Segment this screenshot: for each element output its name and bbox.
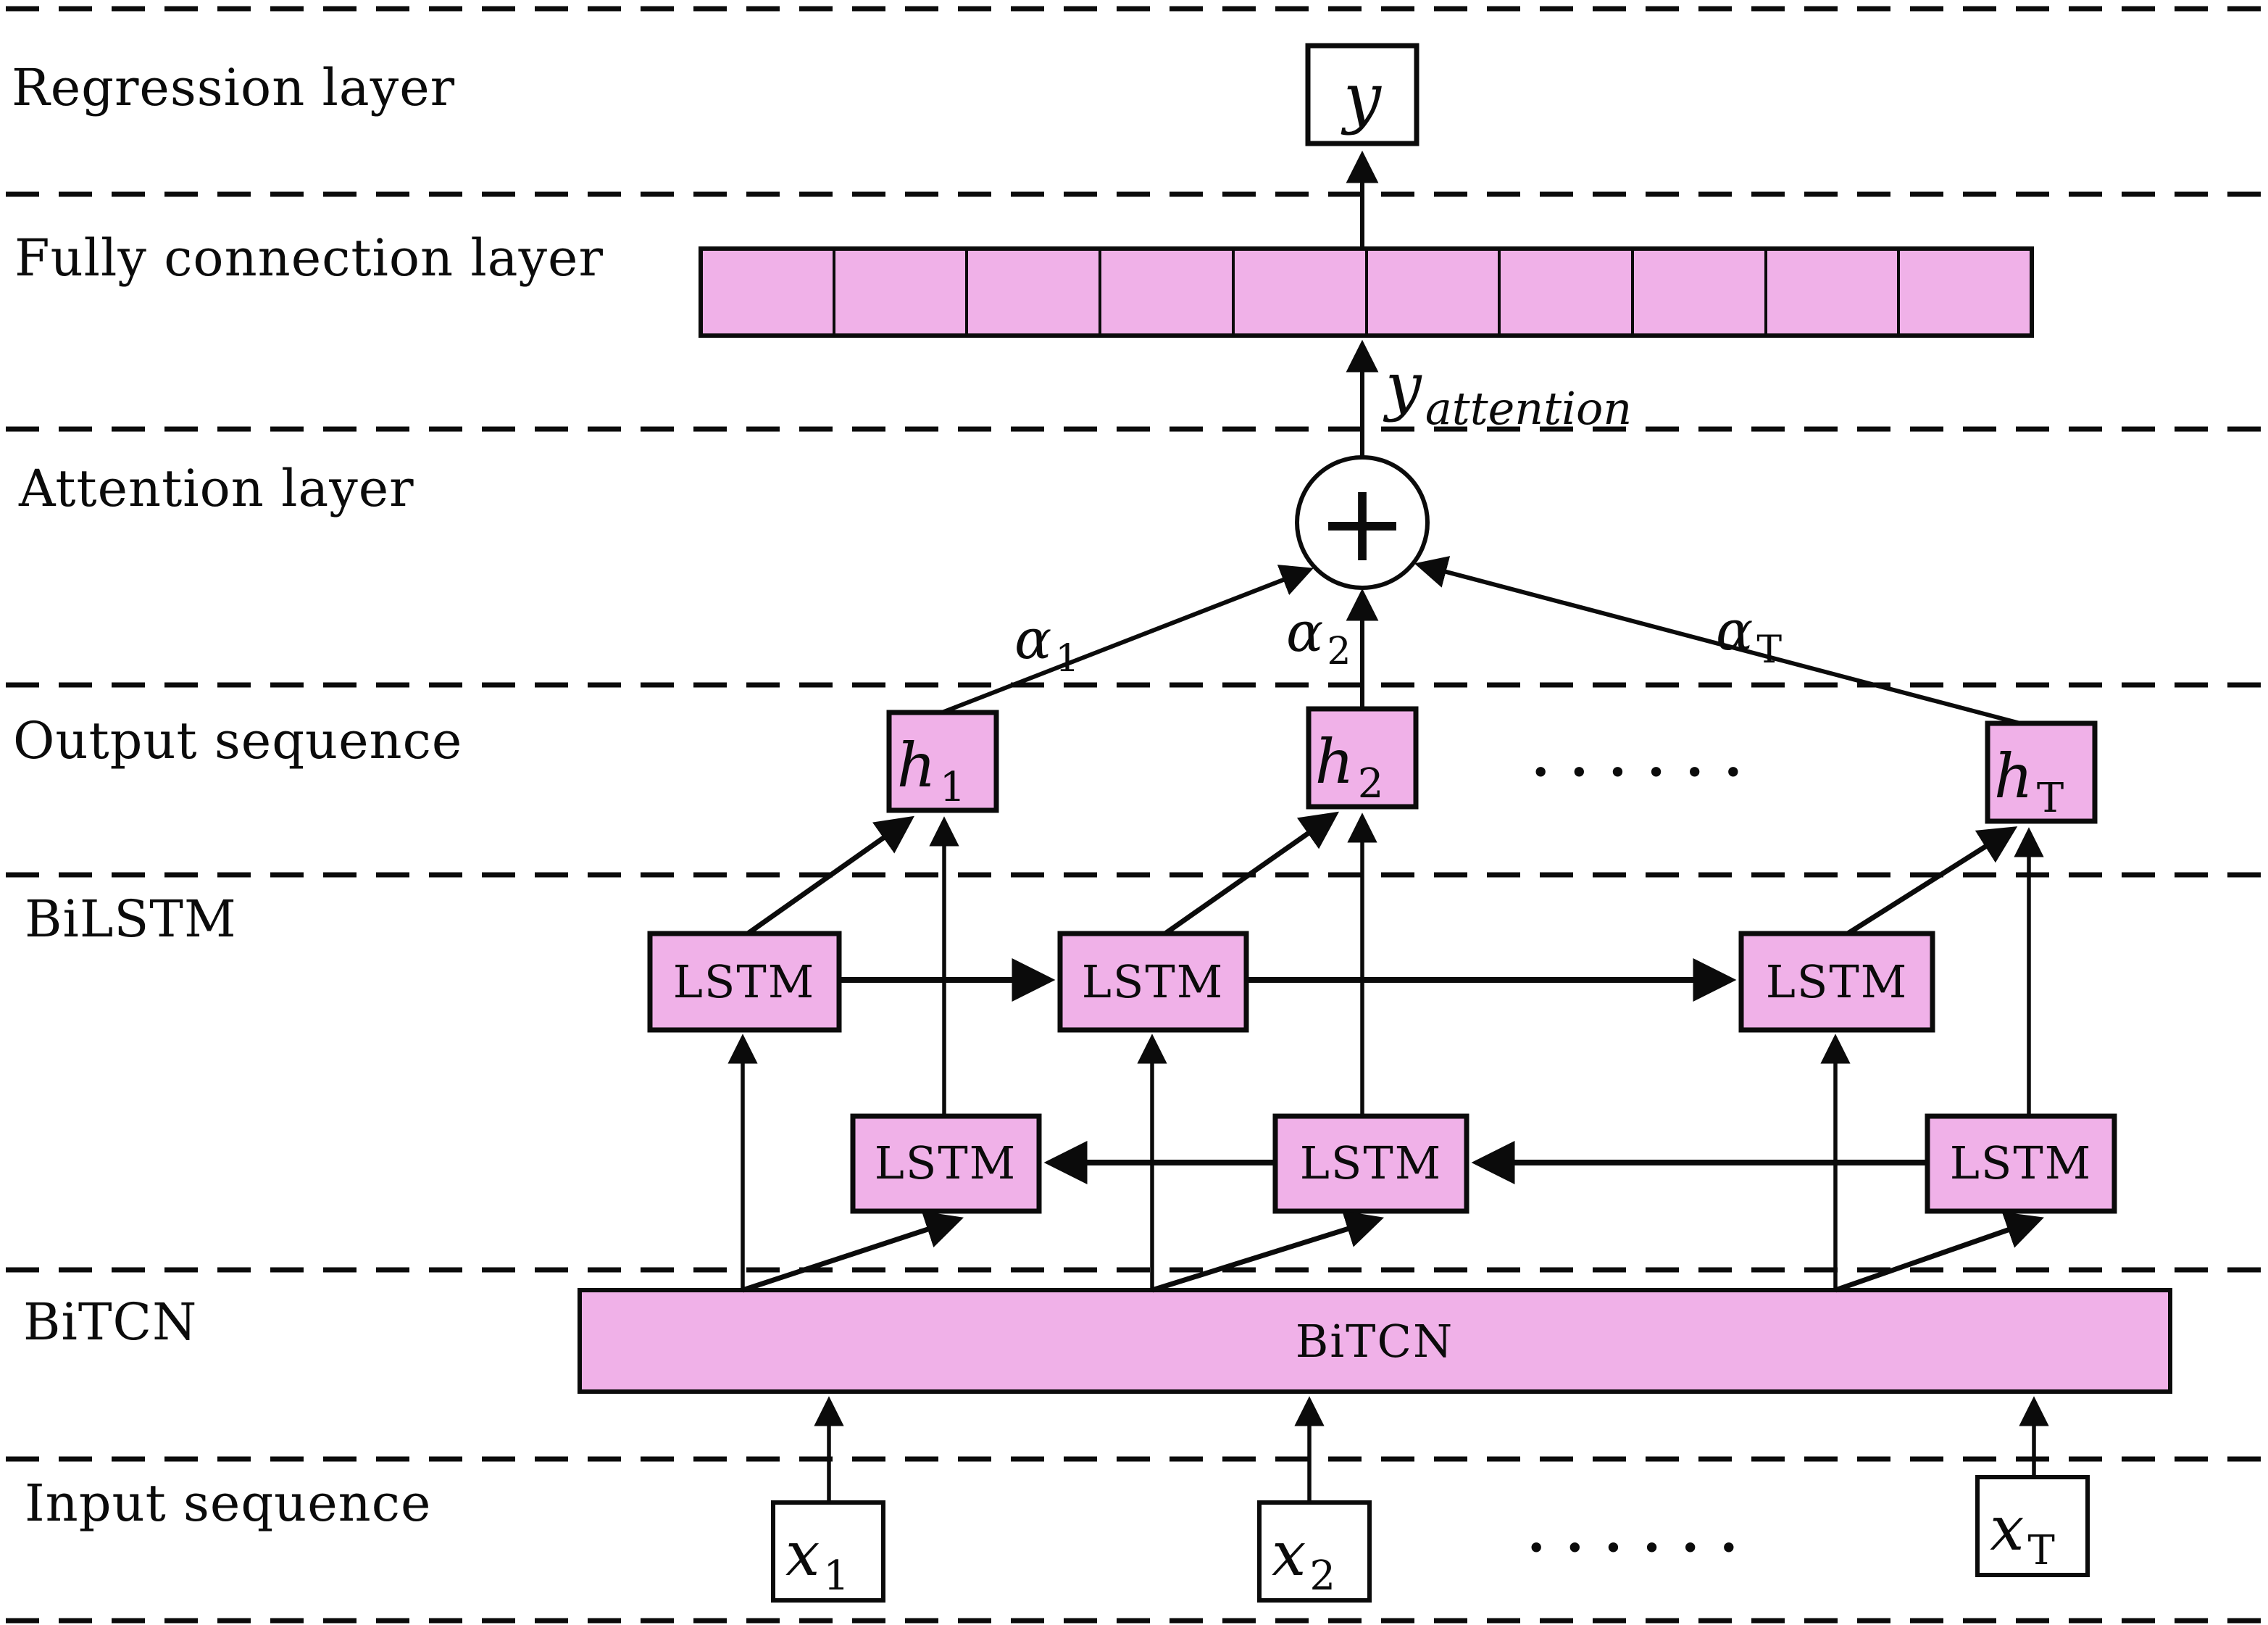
h2-label: h 2 [1315, 726, 1384, 807]
label-regression-layer: Regression layer [12, 58, 455, 117]
y-attention-label: y attention [1383, 349, 1632, 435]
label-output-sequence: Output sequence [13, 711, 462, 770]
lstm-backward-1-box [850, 1113, 1042, 1214]
label-attention-layer: Attention layer [18, 459, 414, 518]
label-fully-connection-layer: Fully connection layer [14, 228, 604, 288]
lstm-backward-1-label: LSTM [875, 1136, 1017, 1189]
x1-box [771, 1500, 885, 1603]
alphaT-label: α T [1716, 598, 1782, 672]
attention-sum-circle [1295, 455, 1430, 590]
layer-divider-lines [6, 6, 2262, 1624]
h1-label: h 1 [897, 730, 966, 811]
x1-label: x 1 [785, 1518, 849, 1600]
fully-connected-bar [699, 246, 2034, 338]
xT-box [1975, 1475, 2090, 1577]
x2-label: x 2 [1272, 1518, 1335, 1600]
regression-output-box [1305, 43, 1419, 146]
arrow-bitcn-to-blstm3 [1834, 1212, 2044, 1293]
arrow-bitcn-to-blstm1 [741, 1211, 964, 1293]
lstm-forward-1-box [647, 931, 842, 1033]
arrow-flstm2-to-h2 [1163, 811, 1340, 936]
x2-box [1257, 1500, 1372, 1603]
label-bitcn: BiTCN [23, 1292, 197, 1352]
lstm-forward-3-box [1738, 931, 1935, 1033]
hT-box [1985, 720, 2098, 824]
arrow-flstm3-to-hT [1846, 826, 2018, 936]
arrow-hT-to-sum [1414, 556, 2021, 726]
label-input-sequence: Input sequence [25, 1474, 431, 1533]
lstm-forward-3-label: LSTM [1766, 955, 1908, 1008]
xT-label: x T [1990, 1493, 2055, 1574]
bitcn-bar [578, 1288, 2172, 1394]
regression-output-label: y [1341, 59, 1382, 136]
arrow-h1-to-sum [941, 565, 1314, 715]
output-sequence-ellipsis: •••••• [1531, 753, 1762, 792]
h1-box [886, 710, 999, 813]
alpha2-label: α 2 [1286, 599, 1351, 673]
lstm-forward-2-box [1057, 931, 1249, 1033]
hT-label: h T [1994, 741, 2064, 822]
arrow-flstm1-to-h1 [746, 815, 915, 936]
bitcn-label: BiTCN [1296, 1315, 1454, 1368]
alpha1-label: α 1 [1014, 607, 1080, 681]
input-sequence-ellipsis: •••••• [1527, 1529, 1758, 1568]
lstm-forward-2-label: LSTM [1082, 955, 1224, 1008]
label-bilstm: BiLSTM [25, 889, 237, 949]
layer-labels: Regression layer Fully connection layer … [12, 58, 604, 1533]
lstm-backward-3-box [1925, 1113, 2117, 1214]
lstm-forward-1-label: LSTM [673, 955, 815, 1008]
lstm-backward-2-label: LSTM [1300, 1136, 1442, 1189]
arrow-bitcn-to-blstm2 [1151, 1210, 1385, 1293]
plus-icon: + [1317, 460, 1408, 586]
lstm-backward-3-label: LSTM [1950, 1136, 2092, 1189]
h2-box [1306, 706, 1419, 810]
